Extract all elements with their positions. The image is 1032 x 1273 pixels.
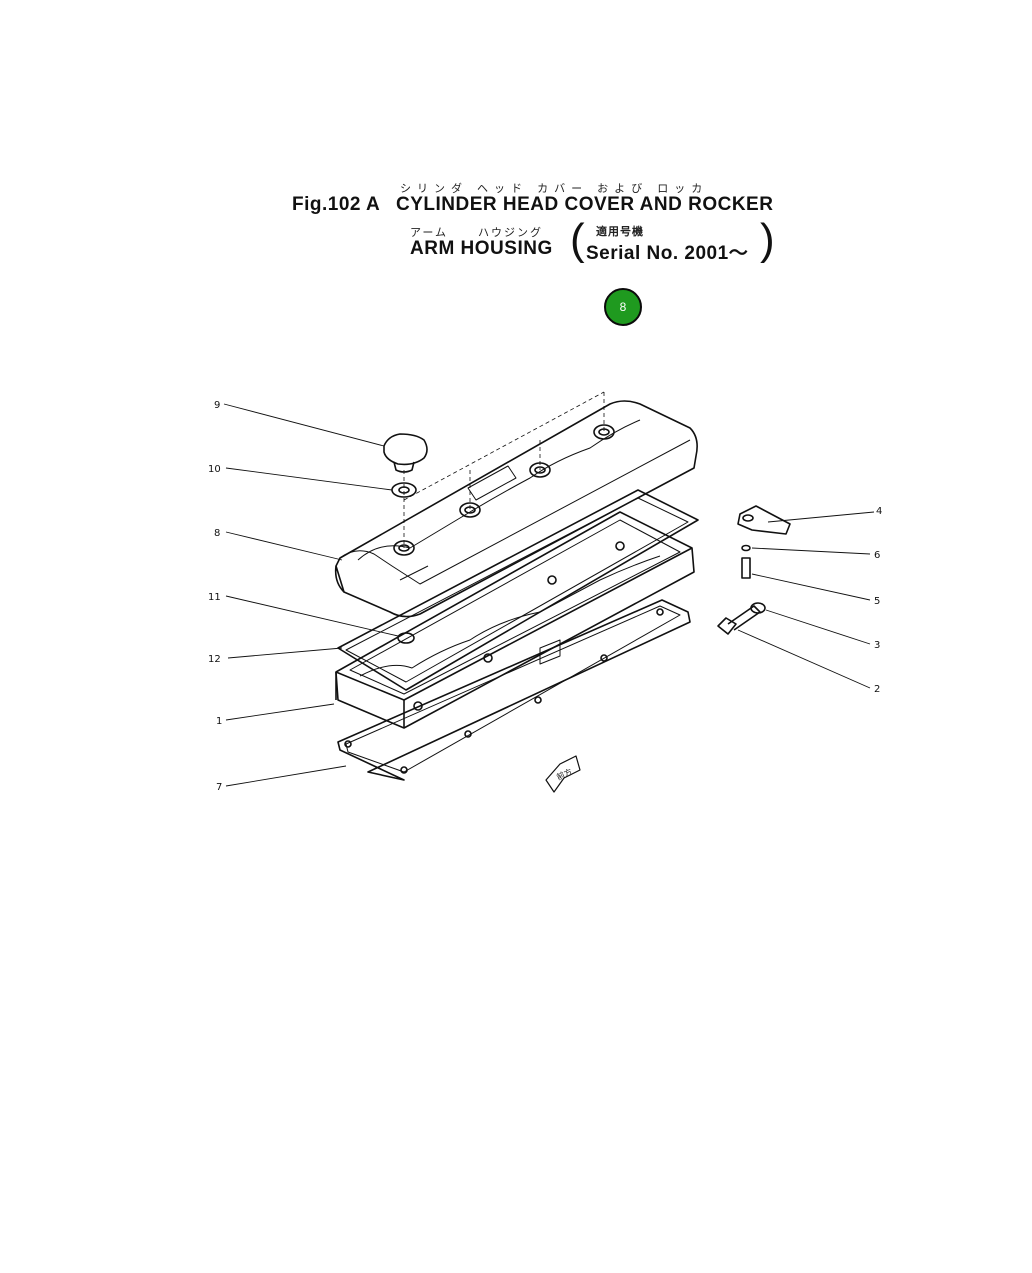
- part-8-head-cover: [334, 391, 698, 618]
- callout-2[interactable]: 2: [874, 684, 880, 695]
- title-line1: CYLINDER HEAD COVER AND ROCKER: [396, 194, 774, 215]
- figure-title-block: シリンダ ヘッド カバー および ロッカ Fig.102 A CYLINDER …: [0, 0, 1032, 300]
- callout-9[interactable]: 9: [214, 400, 220, 411]
- part-4-rocker: [737, 505, 791, 535]
- title-kana-housing: ハウジング: [478, 227, 543, 239]
- page-marker-badge[interactable]: 8: [604, 288, 642, 326]
- front-direction-arrow: [545, 755, 581, 793]
- title-kana-applicable: 適用号機: [596, 226, 644, 238]
- open-paren: (: [570, 215, 585, 264]
- callout-5[interactable]: 5: [874, 596, 880, 607]
- title-kana-arm: アーム: [410, 227, 449, 239]
- figure-number: Fig.102 A: [292, 194, 381, 215]
- part-1-housing: [335, 511, 695, 729]
- part-5-pin: [741, 557, 751, 579]
- part-2-stud: [717, 605, 761, 635]
- part-6-washer: [741, 544, 751, 552]
- callout-8[interactable]: 8: [214, 528, 220, 539]
- callout-10[interactable]: 10: [208, 464, 221, 475]
- part-9-filler-cap: [383, 433, 428, 473]
- part-7-gasket: [337, 599, 691, 781]
- callout-1[interactable]: 1: [216, 716, 222, 727]
- part-11-seal: [397, 632, 415, 644]
- part-12-gasket: [337, 489, 699, 691]
- callout-11[interactable]: 11: [208, 592, 221, 603]
- part-3-o-ring: [750, 602, 766, 614]
- front-arrow-label: 前方: [555, 766, 574, 782]
- title-line2: ARM HOUSING: [410, 238, 553, 259]
- callout-7[interactable]: 7: [216, 782, 222, 793]
- serial-range: Serial No. 2001～: [586, 243, 749, 264]
- callout-12[interactable]: 12: [208, 654, 221, 665]
- callout-6[interactable]: 6: [874, 550, 880, 561]
- callout-3[interactable]: 3: [874, 640, 880, 651]
- callout-4[interactable]: 4: [876, 506, 882, 517]
- title-kana-line1: シリンダ ヘッド カバー および ロッカ: [400, 183, 709, 195]
- close-paren: ): [760, 215, 775, 264]
